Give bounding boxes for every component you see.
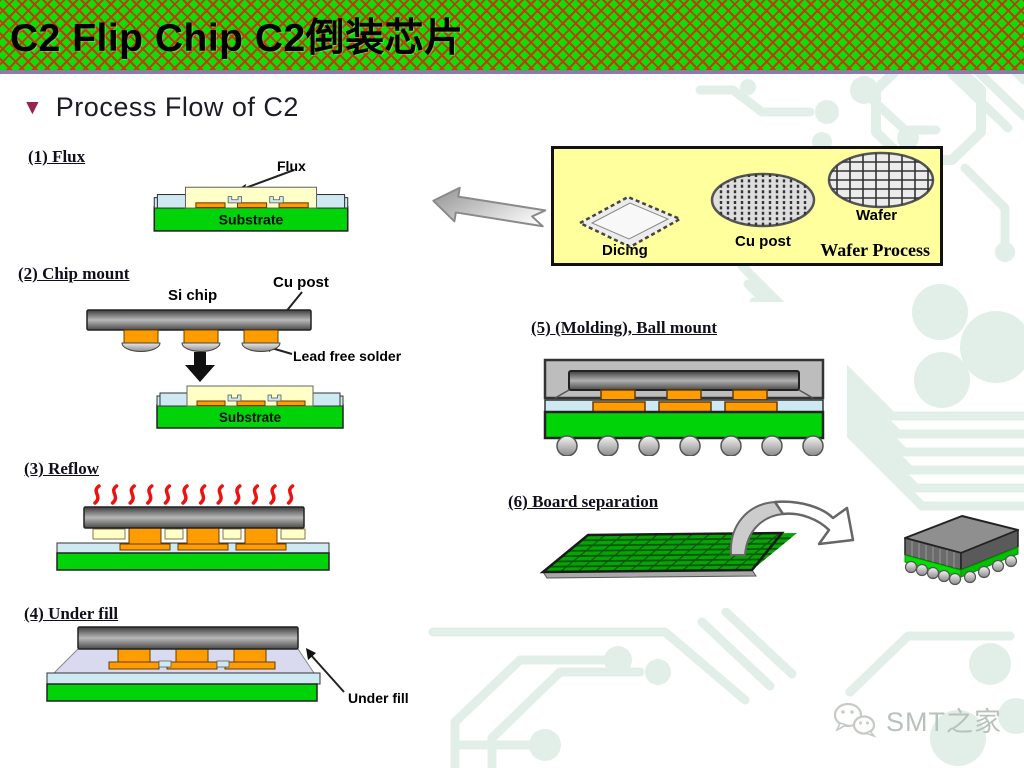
wafer-label: Wafer (856, 207, 898, 224)
step1-substrate-diagram: Substrate (153, 186, 349, 232)
step5-label: (5) (Molding), Ball mount (531, 318, 718, 337)
watermark: SMT之家 (832, 700, 1002, 739)
step3-label: (3) Reflow (24, 459, 100, 478)
step4-underfill-diagram (46, 626, 321, 702)
step2-substrate-diagram: Substrate (156, 385, 344, 429)
step1-label: (1) Flux (28, 147, 86, 166)
svg-text:Substrate: Substrate (219, 212, 284, 228)
svg-text:Substrate: Substrate (219, 410, 282, 425)
si-chip-with-posts-diagram (86, 309, 312, 352)
heat-squiggles-icon (93, 484, 295, 505)
step6-board-separation-diagram (539, 500, 1019, 586)
cu-post-wafer-label: Cu post (735, 233, 791, 250)
slide-title: C2 Flip Chip C2倒装芯片 (10, 17, 464, 60)
wafer-process-box: Dicing Cu post (551, 146, 943, 266)
watermark-text: SMT之家 (886, 707, 1002, 737)
step3-reflow-diagram (56, 506, 330, 571)
section-heading-text: Process Flow of C2 (55, 92, 299, 122)
title-banner: C2 Flip Chip C2倒装芯片 (0, 0, 1024, 74)
mount-down-arrow (185, 352, 215, 382)
step2-label: (2) Chip mount (18, 264, 130, 283)
step5-molding-diagram (543, 358, 825, 456)
step6-label: (6) Board separation (508, 492, 659, 511)
flux-annotation: Flux (277, 158, 306, 174)
si-chip-annotation: Si chip (168, 287, 218, 304)
lead-free-solder-annotation: Lead free solder (293, 348, 402, 364)
section-heading: ▼ Process Flow of C2 (22, 92, 299, 123)
wafer-to-flux-arrow (432, 186, 547, 228)
dicing-label: Dicing (602, 242, 648, 259)
wafer-process-caption: Wafer Process (820, 240, 930, 260)
cu-post-wafer-icon (710, 172, 816, 228)
wechat-icon (833, 702, 877, 738)
dicing-icon (577, 195, 683, 249)
under-fill-pointer-line (306, 648, 345, 693)
under-fill-annotation: Under fill (348, 690, 409, 706)
wafer-icon (827, 151, 935, 209)
triangle-bullet-icon: ▼ (22, 96, 43, 119)
step4-label: (4) Under fill (24, 604, 119, 623)
cu-post-annotation: Cu post (273, 274, 329, 291)
